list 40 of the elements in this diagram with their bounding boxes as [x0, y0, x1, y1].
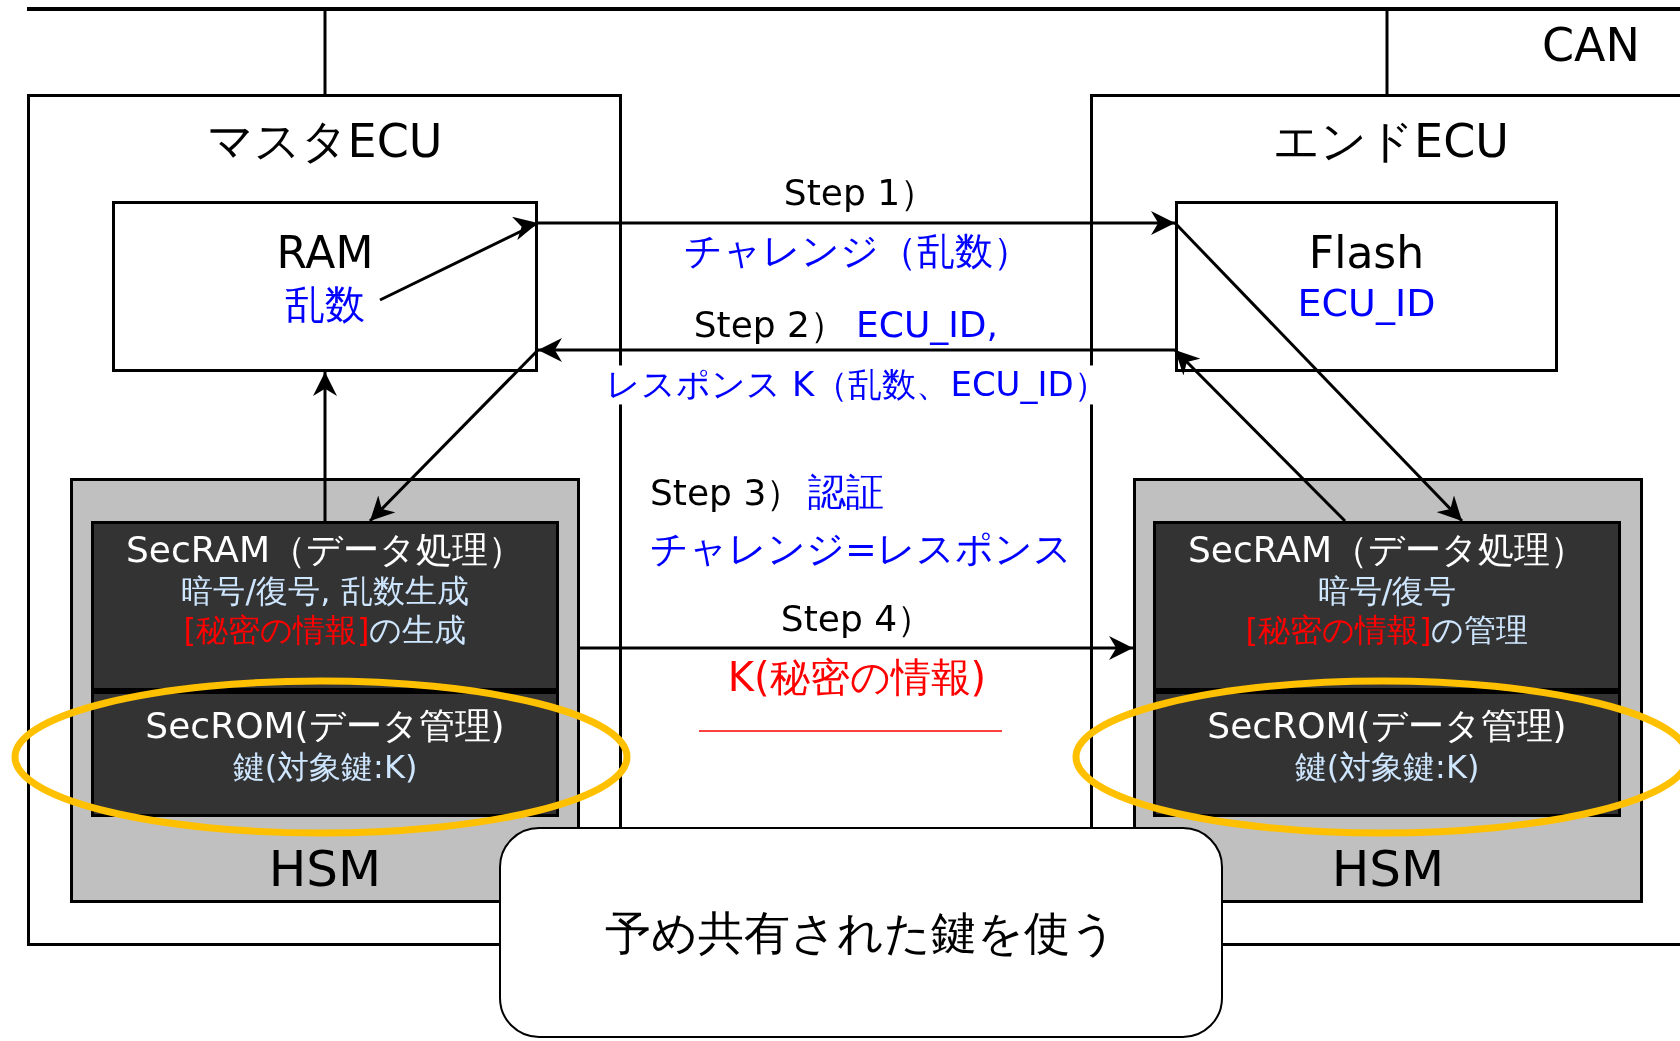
node-title: SecROM(データ管理): [1207, 705, 1567, 746]
arrow: [313, 372, 337, 521]
memory-box: [1175, 201, 1558, 372]
node-text: の管理: [1431, 610, 1529, 649]
node-title: マスタECU: [206, 114, 443, 168]
callout-box: [499, 827, 1223, 1038]
node-text: [秘密の情報]: [1245, 610, 1432, 649]
node-title: Flash: [1308, 227, 1425, 278]
hsm-box: [70, 478, 580, 903]
secure-memory-box: [91, 691, 559, 817]
node-text: の生成: [369, 610, 467, 649]
arrow: [1173, 348, 1347, 523]
node-title: HSM: [1331, 840, 1445, 898]
node-text: 乱数: [285, 280, 365, 327]
connector-line: [323, 11, 327, 94]
node-title: エンドECU: [1273, 114, 1509, 168]
node-text: [秘密の情報]: [183, 610, 370, 649]
bus-label: CAN: [1541, 18, 1641, 72]
node-text: 暗号/復号: [1317, 571, 1457, 610]
connector-line: [1385, 11, 1389, 94]
arrow: [379, 211, 1175, 302]
node-title: SecRAM（データ処理）: [1187, 529, 1586, 570]
secure-memory-box: [91, 521, 559, 691]
node-text: ECU_ID: [1297, 280, 1436, 325]
node-text: 鍵(対象鍵:K): [232, 747, 418, 786]
node-title: SecROM(データ管理): [145, 705, 505, 746]
arrow: [580, 636, 1133, 660]
node-title: HSM: [268, 840, 382, 898]
node-text: 鍵(対象鍵:K): [1294, 747, 1480, 786]
memory-box: [112, 201, 538, 372]
node-text: 暗号/復号, 乱数生成: [181, 571, 469, 610]
node-title: RAM: [276, 227, 374, 278]
secure-memory-box: [1153, 691, 1621, 817]
arrow: [368, 348, 540, 523]
secure-memory-box: [1153, 521, 1621, 691]
node-title: SecRAM（データ処理）: [125, 529, 524, 570]
hsm-box: [1133, 478, 1643, 903]
arrow: [1173, 221, 1464, 523]
arrow: [538, 338, 1175, 362]
node-title: 予め共有された鍵を使う: [605, 906, 1117, 960]
